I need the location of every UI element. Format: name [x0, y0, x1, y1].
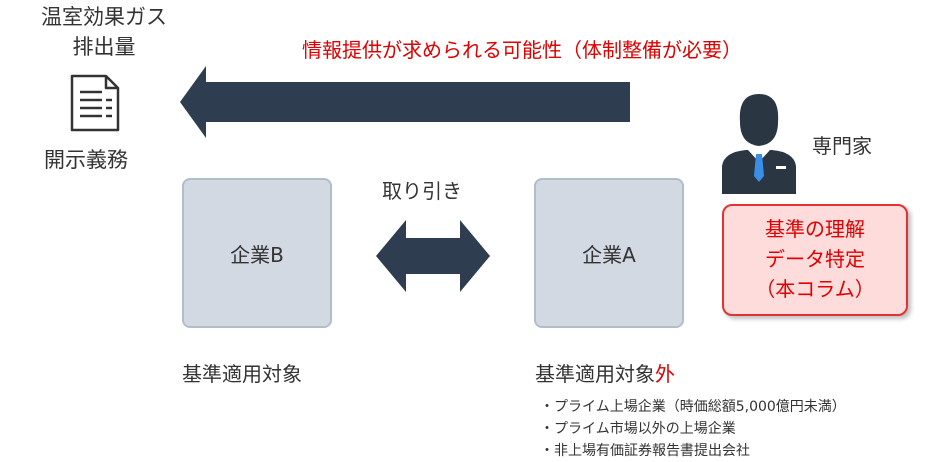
expert-box-line1: 基準の理解: [765, 217, 865, 241]
ghg-label-line1: 温室効果ガス: [41, 5, 167, 29]
list-item: ・プライム上場企業（時価総額5,000億円未満）: [540, 399, 846, 415]
ghg-emissions-label: 温室効果ガス 排出量: [20, 2, 188, 62]
company-a-box: 企業A: [534, 178, 684, 328]
double-arrow-icon: [376, 220, 490, 292]
expert-box-line3: （本コラム）: [755, 277, 875, 301]
non-target-list: ・プライム上場企業（時価総額5,000億円未満） ・プライム市場以外の上場企業 …: [540, 396, 846, 462]
disclosure-obligation-label: 開示義務: [44, 148, 128, 172]
info-provision-note: 情報提供が求められる可能性（体制整備が必要）: [302, 38, 742, 62]
target-a-label: 基準適用対象外: [535, 358, 675, 387]
expert-role-box: 基準の理解 データ特定 （本コラム）: [722, 204, 908, 316]
list-item: ・非上場有価証券報告書提出会社: [540, 443, 750, 459]
target-a-suffix: 外: [655, 362, 675, 386]
company-b-label: 企業B: [230, 242, 284, 267]
target-a-base: 基準適用対象: [535, 362, 655, 386]
trade-label: 取り引き: [382, 179, 462, 203]
ghg-label-line2: 排出量: [72, 35, 136, 59]
document-icon: [70, 74, 120, 132]
list-item: ・プライム市場以外の上場企業: [540, 421, 736, 437]
company-b-box: 企業B: [182, 178, 332, 328]
company-a-label: 企業A: [582, 242, 636, 267]
expert-box-line2: データ特定: [765, 247, 865, 271]
left-arrow-icon: [180, 66, 630, 138]
target-b-label: 基準適用対象: [182, 362, 302, 386]
expert-label: 専門家: [812, 134, 872, 158]
expert-person-icon: [722, 94, 796, 194]
